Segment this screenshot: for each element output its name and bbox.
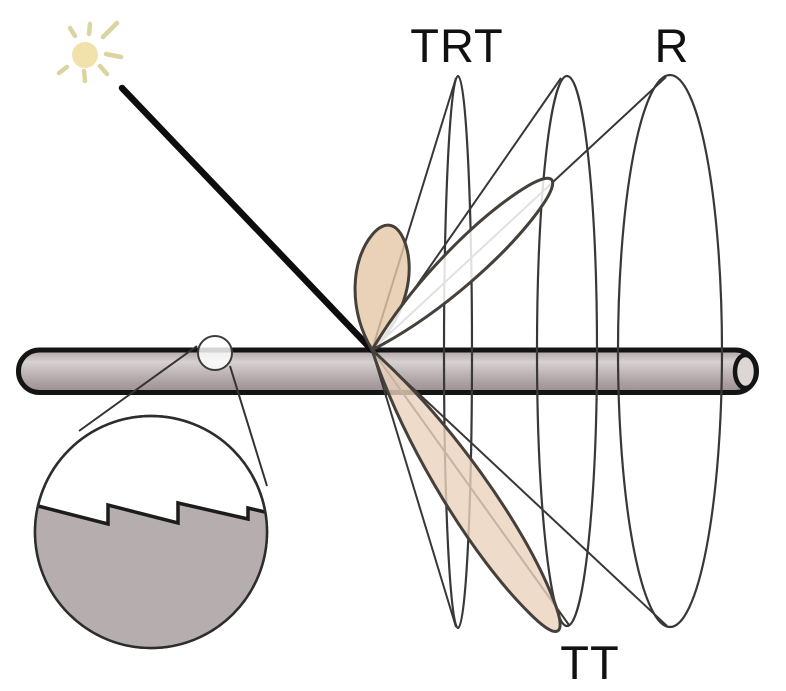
cuticle-cortex-fill (34, 503, 267, 649)
cuticle-scales-edge (37, 500, 266, 527)
sun-ray (81, 68, 88, 84)
cuticle-inset (33, 414, 269, 650)
sun-ray (67, 25, 78, 39)
sun-ray (103, 51, 124, 60)
sun-disc (72, 42, 98, 68)
cone-ellipse-r (616, 73, 724, 629)
label-tt: TT (560, 636, 619, 689)
sun-ray (56, 64, 70, 76)
inset-leader-line-left (78, 345, 198, 432)
cuticle-inset-outline (33, 414, 269, 650)
incident-ray (118, 84, 376, 354)
lobe-r (370, 176, 555, 352)
inset-leader-line-right (229, 365, 268, 487)
cone-ellipse-tt (535, 74, 599, 628)
magnifier-circle-icon (197, 335, 233, 371)
sun-ray (100, 20, 120, 40)
cone-line-r-lower (371, 349, 668, 627)
sun-icon (56, 20, 124, 84)
sun-ray (86, 21, 93, 37)
sun-ray (97, 63, 110, 77)
label-r: R (655, 19, 690, 72)
lobe-tt (370, 348, 562, 633)
cone-line-trt-lower (371, 349, 457, 628)
fiber-end-cap (732, 352, 759, 391)
cone-ellipse-trt (442, 74, 474, 630)
label-trt: TRT (410, 19, 504, 72)
